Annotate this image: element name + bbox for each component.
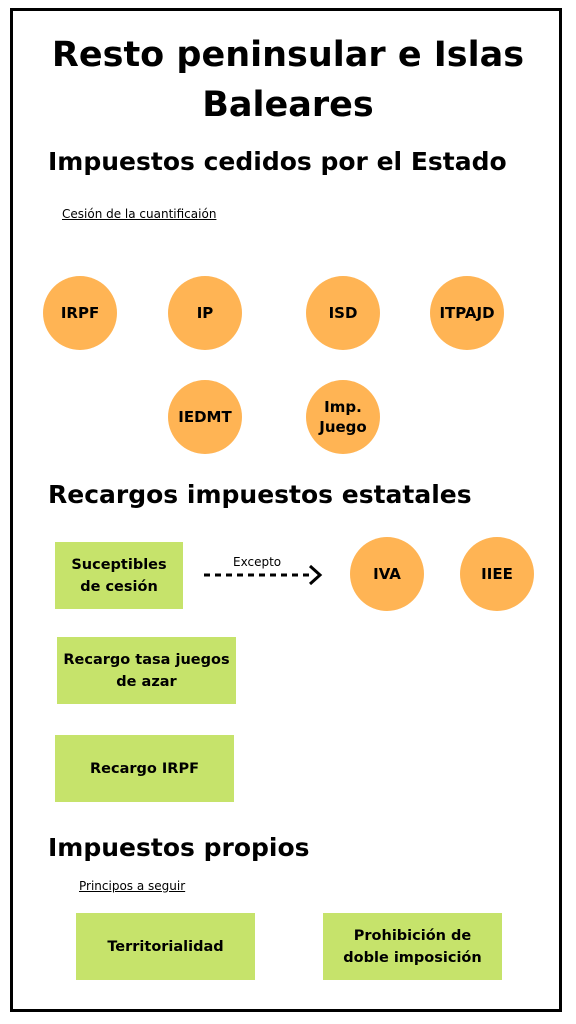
section-heading-propios: Impuestos propios [48, 833, 310, 862]
arrow-label-excepto: Excepto [233, 555, 282, 569]
box-recargo-irpf: Recargo IRPF [55, 735, 234, 802]
section-heading-cedidos: Impuestos cedidos por el Estado [48, 147, 507, 176]
tax-circle-isd: ISD [306, 276, 380, 350]
dashed-arrow-icon [204, 564, 323, 586]
note-principios: Principos a seguir [79, 879, 186, 893]
exception-circle-iiee: IIEE [460, 537, 534, 611]
page-title: Resto peninsular e Islas Baleares [51, 35, 525, 125]
box-prohibicion-doble-imposicion: Prohibición de doble imposición [323, 913, 502, 980]
tax-circle-imp-juego: Imp. Juego [306, 380, 380, 454]
tax-circle-irpf: IRPF [43, 276, 117, 350]
box-susceptibles-cesion: Suceptibles de cesión [55, 542, 183, 609]
box-recargo-juegos: Recargo tasa juegos de azar [57, 637, 236, 704]
tax-circle-itpajd: ITPAJD [430, 276, 504, 350]
exception-circle-iva: IVA [350, 537, 424, 611]
page-frame [10, 8, 562, 1012]
tax-circle-iedmt: IEDMT [168, 380, 242, 454]
box-territorialidad: Territorialidad [76, 913, 255, 980]
note-cesion: Cesión de la cuantificaión [62, 207, 217, 221]
section-heading-recargos: Recargos impuestos estatales [48, 480, 472, 509]
tax-circle-ip: IP [168, 276, 242, 350]
